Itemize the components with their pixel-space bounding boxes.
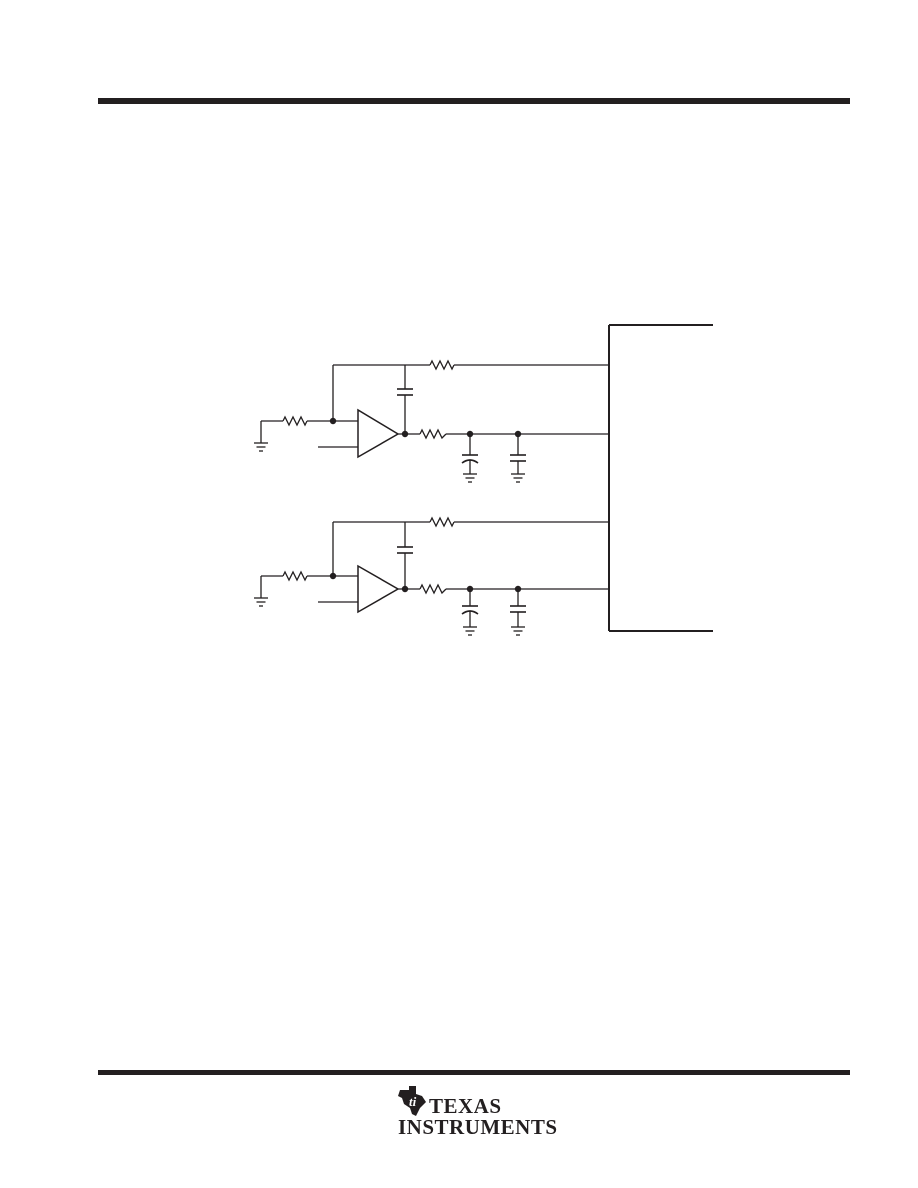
op-amp-triangle bbox=[357, 564, 400, 614]
filter-capacitor-polarized bbox=[461, 589, 479, 636]
junction-dot bbox=[401, 585, 409, 593]
connector-block bbox=[608, 324, 713, 632]
filter-capacitor-polarized bbox=[461, 434, 479, 483]
svg-text:ti: ti bbox=[409, 1094, 417, 1109]
amplifier-stage-2 bbox=[254, 516, 609, 636]
amplifier-stage-1 bbox=[254, 359, 609, 483]
input-resistor bbox=[282, 415, 308, 427]
filter-capacitor bbox=[510, 434, 526, 483]
header-rule bbox=[98, 98, 850, 104]
ground-symbol bbox=[254, 576, 268, 607]
feedback-resistor bbox=[429, 359, 455, 371]
filter-capacitor bbox=[510, 589, 526, 636]
logo-text-line-1: Texas bbox=[429, 1094, 502, 1118]
ground-symbol bbox=[254, 421, 268, 452]
output-resistor bbox=[419, 583, 447, 595]
logo-text-line-2: Instruments bbox=[398, 1115, 558, 1139]
feedback-resistor bbox=[429, 516, 455, 528]
output-resistor bbox=[419, 428, 447, 440]
junction-dot bbox=[401, 430, 409, 438]
ti-state-logo-icon: ti bbox=[398, 1086, 426, 1116]
footer-rule bbox=[98, 1070, 850, 1075]
op-amp-triangle bbox=[357, 408, 400, 459]
input-resistor bbox=[282, 570, 308, 582]
texas-instruments-logo: ti Texas Instruments bbox=[396, 1084, 558, 1144]
